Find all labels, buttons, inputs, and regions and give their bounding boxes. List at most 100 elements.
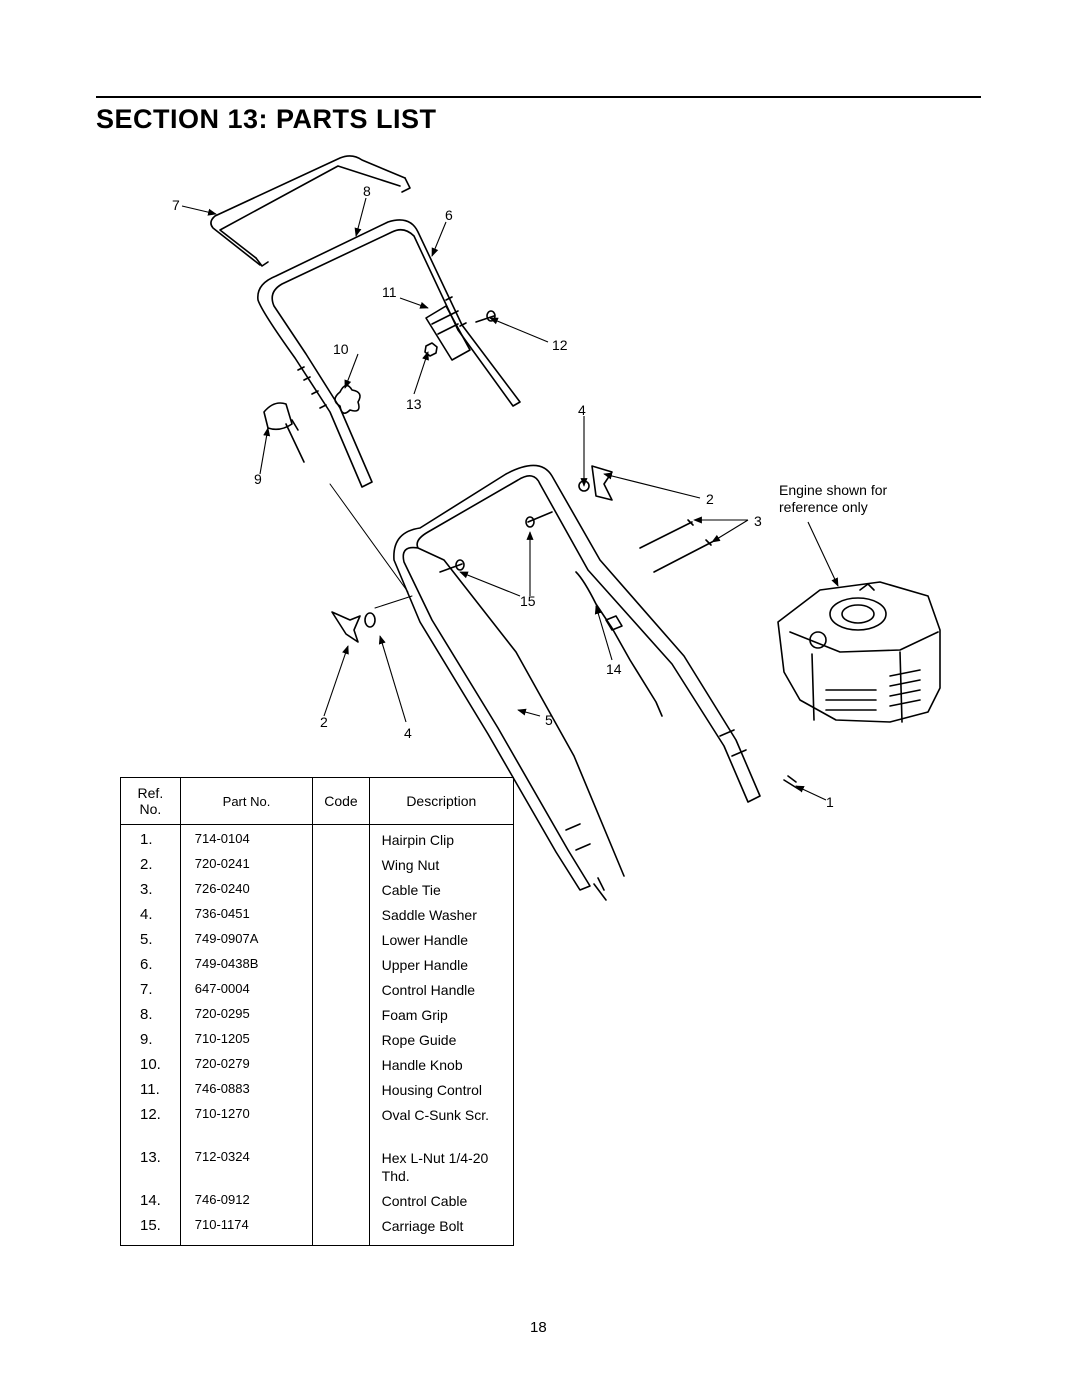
ref-cell-text: 10. (140, 1056, 161, 1073)
description-cell-text: Control Handle (381, 982, 476, 998)
code-cell (312, 1006, 370, 1031)
wing-nut-lower-drawing (331, 611, 376, 643)
part-no-cell: 712-0324 (179, 1149, 314, 1192)
part-no-cell: 736-0451 (179, 906, 314, 931)
starter-rope-line (329, 483, 409, 593)
ref-cell: 2. (120, 856, 181, 881)
ref-cell-text: 9. (140, 1031, 153, 1048)
control-cable-drawing (575, 571, 663, 717)
ref-cell: 8. (120, 1006, 181, 1031)
ref-cell: 12. (120, 1106, 181, 1149)
ref-cell: 4. (120, 906, 181, 931)
part-no-cell: 710-1270 (179, 1106, 314, 1149)
ref-cell-text: 4. (140, 906, 153, 923)
part-no-cell-text: 749-0438B (194, 956, 259, 971)
header-ref-no: Ref. No. (120, 777, 181, 825)
code-cell (312, 906, 370, 931)
description-cell-text: Lower Handle (381, 932, 469, 948)
housing-control-drawing (425, 305, 471, 361)
ref-cell-text: 3. (140, 881, 153, 898)
leader-12 (489, 317, 549, 343)
callout-8: 8 (363, 183, 371, 199)
ref-cell: 5. (120, 931, 181, 956)
table-row: 7. 647-0004 Control Handle (120, 981, 515, 1006)
ref-cell-text: 8. (140, 1006, 153, 1023)
part-no-cell: 720-0279 (179, 1056, 314, 1081)
description-cell-text: Oval C-Sunk Scr. (381, 1107, 490, 1123)
description-cell: Hairpin Clip (368, 824, 515, 856)
part-no-cell: 720-0295 (179, 1006, 314, 1031)
description-cell-text: Wing Nut (381, 857, 440, 873)
header-description: Description (368, 777, 515, 825)
leader-5 (517, 708, 541, 717)
callout-6: 6 (445, 207, 453, 223)
ref-cell-text: 15. (140, 1217, 161, 1234)
code-cell (312, 1149, 370, 1192)
code-cell (312, 881, 370, 906)
description-cell: Saddle Washer (368, 906, 515, 931)
description-cell: Oval C-Sunk Scr. (368, 1106, 515, 1149)
engine-note: Engine shown for reference only (779, 482, 887, 516)
code-cell (312, 1081, 370, 1106)
part-no-cell: 720-0241 (179, 856, 314, 881)
ref-cell: 1. (120, 824, 181, 856)
description-cell-text: Carriage Bolt (381, 1218, 464, 1234)
leader-2-lower (323, 645, 349, 717)
parts-table: Ref. No. Part No. Code Description 1.714… (120, 777, 515, 1246)
description-cell-text: Cable Tie (381, 882, 441, 898)
description-cell: Lower Handle (368, 931, 515, 956)
callout-2-lower: 2 (320, 714, 328, 730)
leader-14 (594, 605, 613, 661)
leader-6 (431, 221, 447, 257)
table-row: 2. 720-0241 Wing Nut (120, 856, 515, 881)
rope-guide-drawing (263, 402, 305, 463)
callout-2-upper: 2 (706, 491, 714, 507)
leader-engine (807, 521, 839, 587)
ref-cell: 15. (120, 1217, 181, 1246)
code-cell (312, 1192, 370, 1217)
callout-4-upper: 4 (578, 402, 586, 418)
code-cell (312, 1217, 370, 1246)
part-no-cell-text: 714-0104 (194, 831, 250, 846)
page-number: 18 (530, 1319, 547, 1336)
description-cell: Housing Control (368, 1081, 515, 1106)
part-no-cell-text: 746-0912 (194, 1192, 250, 1207)
ref-cell-text: 2. (140, 856, 153, 873)
control-handle-drawing (210, 155, 411, 267)
part-no-cell-text: 720-0295 (194, 1006, 250, 1021)
ref-cell-text: 1. (140, 831, 153, 848)
part-no-cell-text: 647-0004 (194, 981, 250, 996)
engine-note-line2: reference only (779, 499, 868, 515)
description-cell: Hex L-Nut 1/4-20 Thd. (368, 1149, 515, 1192)
code-cell (312, 856, 370, 881)
leader-11 (399, 297, 429, 309)
handle-knob-drawing (334, 384, 361, 414)
table-row: 12.710-1270 Oval C-Sunk Scr. (120, 1106, 515, 1149)
ref-cell: 7. (120, 981, 181, 1006)
ref-cell: 14. (120, 1192, 181, 1217)
callout-7: 7 (172, 197, 180, 213)
part-no-cell-text: 746-0883 (194, 1081, 250, 1096)
description-cell: Control Cable (368, 1192, 515, 1217)
code-cell (312, 824, 370, 856)
description-cell: Cable Tie (368, 881, 515, 906)
description-cell: Upper Handle (368, 956, 515, 981)
ref-cell-text: 5. (140, 931, 153, 948)
part-no-cell-text: 749-0907A (194, 931, 259, 946)
leader-1 (795, 785, 827, 801)
ref-cell: 9. (120, 1031, 181, 1056)
description-cell-text: Hex L-Nut 1/4-20 Thd. (381, 1150, 489, 1184)
leader-4-lower (378, 635, 407, 723)
table-row: 1. 714-0104 Hairpin Clip (120, 824, 515, 856)
carriage-bolt-drawing (439, 511, 553, 573)
leader-13 (413, 351, 429, 395)
callout-14: 14 (606, 661, 622, 677)
ref-cell-text: 7. (140, 981, 153, 998)
part-no-cell-text: 736-0451 (194, 906, 250, 921)
engine-drawing (777, 581, 941, 723)
